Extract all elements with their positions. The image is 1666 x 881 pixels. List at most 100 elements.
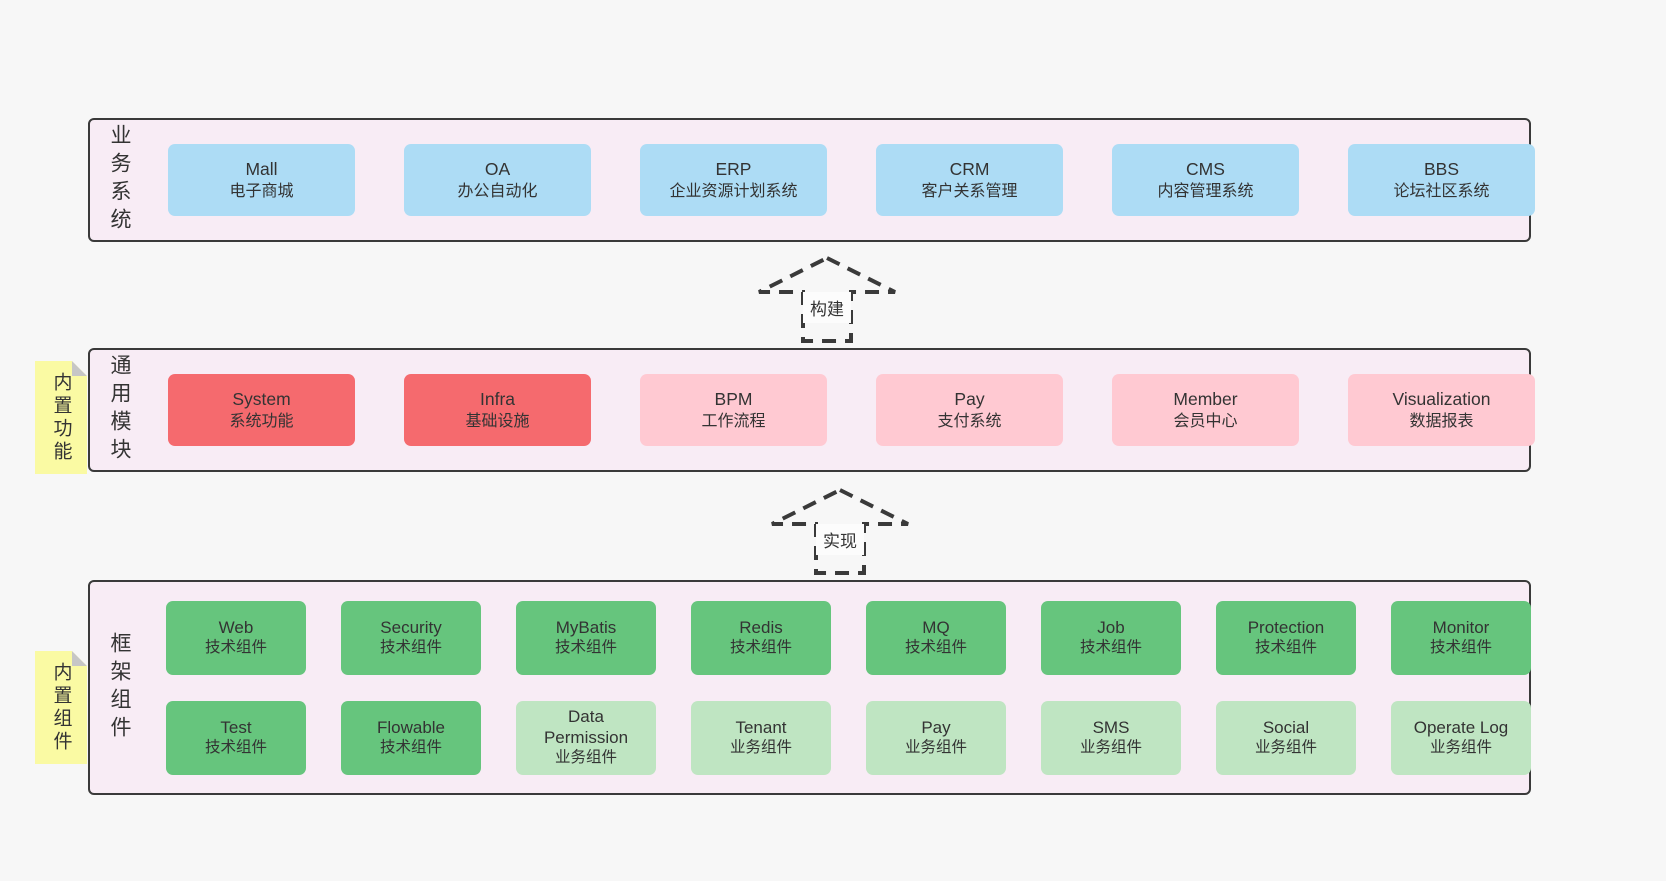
box-crm: CRM 客户关系管理: [876, 144, 1063, 216]
box-subtitle: 论坛社区系统: [1393, 182, 1490, 200]
box-subtitle: 业务组件: [1429, 739, 1492, 756]
box-subtitle: 支付系统: [937, 412, 1002, 430]
box-title: Flowable: [376, 717, 446, 737]
box-subtitle: 企业资源计划系统: [669, 182, 798, 200]
box-title: Social: [1262, 717, 1310, 737]
box-operate-log: Operate Log 业务组件: [1391, 700, 1531, 775]
common-modules-label: 通用模块: [108, 354, 131, 466]
box-bbs: BBS 论坛社区系统: [1348, 144, 1535, 216]
box-subtitle: 电子商城: [229, 182, 294, 200]
box-title: MyBatis: [555, 617, 617, 637]
box-mq: MQ 技术组件: [866, 600, 1006, 675]
box-title: Tenant: [735, 717, 787, 737]
box-system: System 系统功能: [168, 374, 355, 446]
common-modules-boxes: System 系统功能 Infra 基础设施 BPM 工作流程 Pay 支付系统…: [168, 374, 1535, 446]
box-mybatis: MyBatis 技术组件: [516, 600, 656, 675]
components-row-2: Test 技术组件 Flowable 技术组件 Data Permission …: [166, 700, 1531, 775]
box-mall: Mall 电子商城: [168, 144, 355, 216]
box-subtitle: 技术组件: [379, 739, 442, 756]
box-visualization: Visualization 数据报表: [1348, 374, 1535, 446]
box-infra: Infra 基础设施: [404, 374, 591, 446]
box-subtitle: 基础设施: [465, 412, 530, 430]
box-subtitle: 技术组件: [554, 639, 617, 656]
box-title: Data Permission: [543, 707, 629, 747]
box-title: Visualization: [1392, 388, 1491, 409]
sticky-label: 内置功能: [50, 371, 72, 464]
box-subtitle: 业务组件: [1254, 739, 1317, 756]
box-title: Pay: [921, 717, 951, 737]
box-title: BBS: [1423, 158, 1460, 179]
box-protection: Protection 技术组件: [1216, 600, 1356, 675]
components-row-1: Web 技术组件 Security 技术组件 MyBatis 技术组件 Redi…: [166, 600, 1531, 675]
box-subtitle: 业务组件: [904, 739, 967, 756]
business-systems-boxes: Mall 电子商城 OA 办公自动化 ERP 企业资源计划系统 CRM 客户关系…: [168, 144, 1535, 216]
box-title: Monitor: [1432, 617, 1490, 637]
box-title: CRM: [949, 158, 990, 179]
box-subtitle: 技术组件: [1429, 639, 1492, 656]
box-flowable: Flowable 技术组件: [341, 700, 481, 775]
box-title: Infra: [479, 388, 516, 409]
box-subtitle: 技术组件: [904, 639, 967, 656]
box-subtitle: 技术组件: [379, 639, 442, 656]
box-title: Redis: [739, 617, 783, 637]
box-subtitle: 技术组件: [204, 739, 267, 756]
box-sms: SMS 业务组件: [1041, 700, 1181, 775]
arrow-implement-label: 实现: [816, 524, 864, 555]
sticky-built-in-components: 内置组件: [35, 651, 87, 764]
common-modules-container: 通用模块 System 系统功能 Infra 基础设施 BPM 工作流程 Pay…: [88, 348, 1535, 472]
box-subtitle: 客户关系管理: [921, 182, 1018, 200]
box-web: Web 技术组件: [166, 600, 306, 675]
box-title: Security: [380, 617, 442, 637]
box-subtitle: 技术组件: [729, 639, 792, 656]
box-title: OA: [484, 158, 511, 179]
box-subtitle: 工作流程: [701, 412, 766, 430]
box-title: Test: [220, 717, 252, 737]
box-member: Member 会员中心: [1112, 374, 1299, 446]
box-title: Operate Log: [1413, 717, 1509, 737]
box-title: BPM: [714, 388, 753, 409]
box-subtitle: 数据报表: [1409, 412, 1474, 430]
box-oa: OA 办公自动化: [404, 144, 591, 216]
framework-components-rows: Web 技术组件 Security 技术组件 MyBatis 技术组件 Redi…: [134, 600, 1531, 775]
box-title: Mall: [245, 158, 278, 179]
box-title: Web: [218, 617, 254, 637]
business-systems-container: 业务系统 Mall 电子商城 OA 办公自动化 ERP 企业资源计划系统 CRM…: [88, 118, 1535, 242]
business-systems-label: 业务系统: [108, 124, 131, 236]
box-subtitle: 业务组件: [729, 739, 792, 756]
box-title: Pay: [954, 388, 985, 409]
sticky-built-in-features: 内置功能: [35, 361, 87, 474]
box-monitor: Monitor 技术组件: [1391, 600, 1531, 675]
box-subtitle: 业务组件: [1079, 739, 1142, 756]
box-title: Member: [1173, 388, 1238, 409]
arrow-build-label: 构建: [803, 292, 851, 323]
box-title: SMS: [1092, 717, 1130, 737]
box-security: Security 技术组件: [341, 600, 481, 675]
box-subtitle: 技术组件: [1254, 639, 1317, 656]
box-social: Social 业务组件: [1216, 700, 1356, 775]
box-title: Job: [1097, 617, 1125, 637]
box-erp: ERP 企业资源计划系统: [640, 144, 827, 216]
box-title: ERP: [715, 158, 752, 179]
box-job: Job 技术组件: [1041, 600, 1181, 675]
framework-components-container: 框架组件 Web 技术组件 Security 技术组件 MyBatis 技术组件…: [88, 580, 1531, 795]
box-title: System: [232, 388, 291, 409]
box-test: Test 技术组件: [166, 700, 306, 775]
box-subtitle: 内容管理系统: [1157, 182, 1254, 200]
up-arrow-icon: [771, 487, 909, 575]
box-pay-component: Pay 业务组件: [866, 700, 1006, 775]
box-subtitle: 业务组件: [554, 749, 617, 767]
box-title: Protection: [1247, 617, 1325, 637]
box-cms: CMS 内容管理系统: [1112, 144, 1299, 216]
up-arrow-icon: [758, 255, 896, 343]
box-bpm: BPM 工作流程: [640, 374, 827, 446]
sticky-label: 内置组件: [50, 661, 72, 754]
box-subtitle: 办公自动化: [457, 182, 538, 200]
box-subtitle: 技术组件: [204, 639, 267, 656]
box-subtitle: 技术组件: [1079, 639, 1142, 656]
box-subtitle: 会员中心: [1173, 412, 1238, 430]
box-tenant: Tenant 业务组件: [691, 700, 831, 775]
box-data-permission: Data Permission 业务组件: [516, 700, 656, 775]
box-pay-module: Pay 支付系统: [876, 374, 1063, 446]
box-redis: Redis 技术组件: [691, 600, 831, 675]
